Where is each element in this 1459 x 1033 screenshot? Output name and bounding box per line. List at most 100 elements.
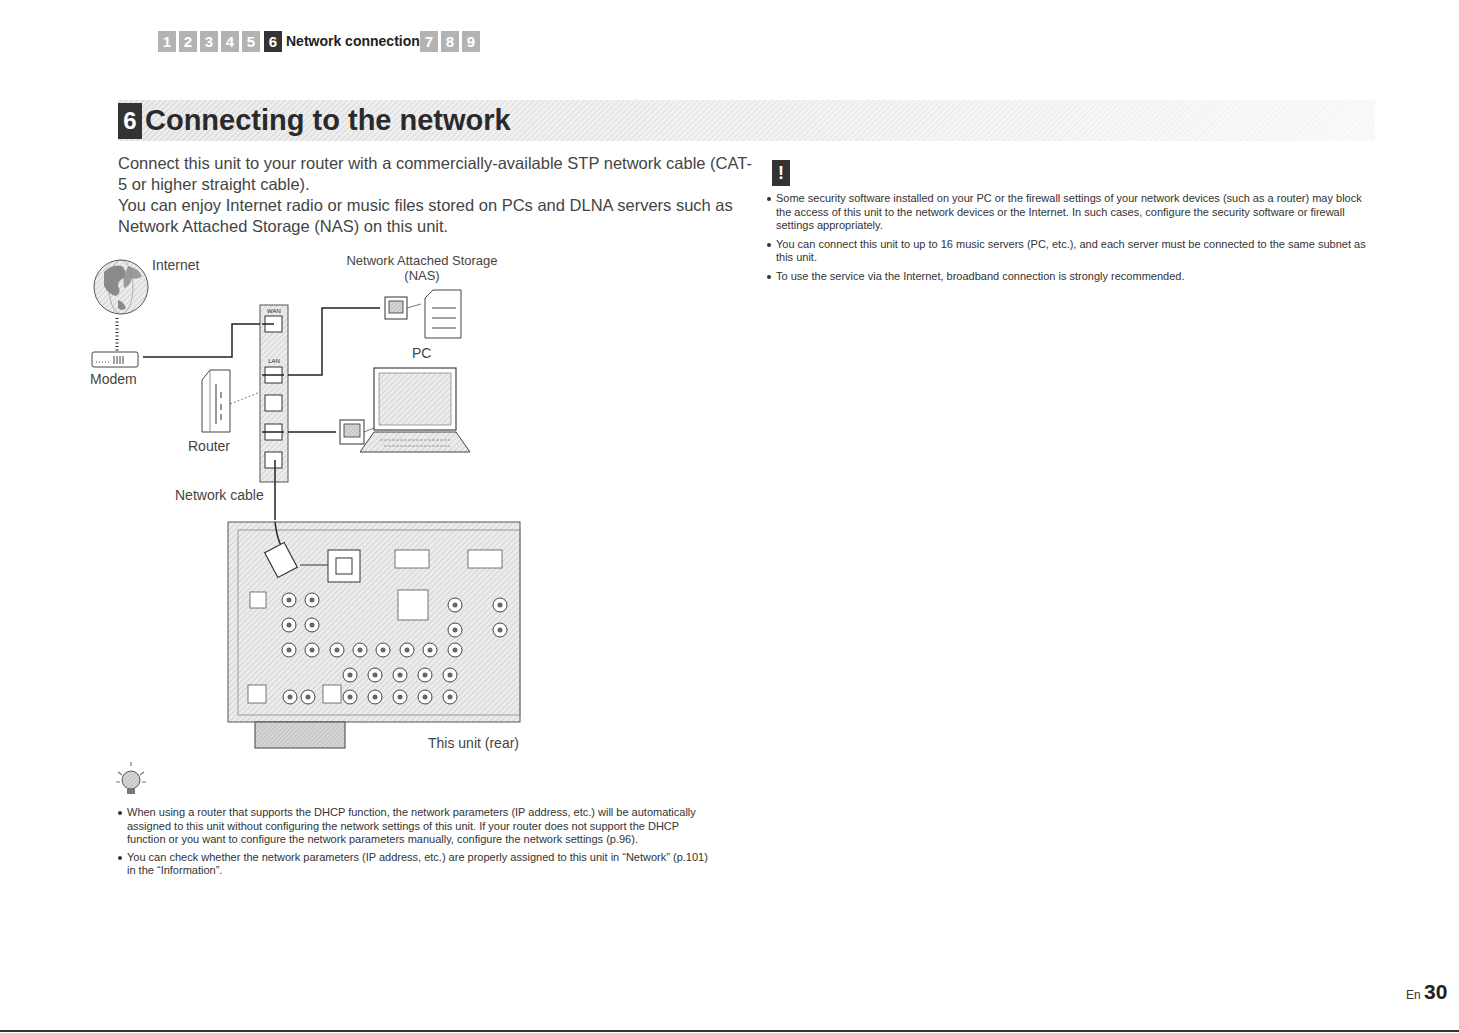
internet-node: Internet (108, 252, 198, 318)
router-icon (216, 384, 221, 424)
title-band (118, 100, 1375, 141)
nas-node: Network Attached Storage (NAS) (380, 290, 464, 342)
section-tab: 3 (200, 31, 218, 52)
caution-note: Some security software installed on your… (767, 192, 1375, 233)
jack-symbol (498, 603, 503, 608)
rear-panel (395, 550, 429, 568)
section-tab: 8 (441, 31, 459, 52)
label-holder: When using a router that supports the DH… (118, 806, 708, 847)
modem-node: Modem (88, 340, 143, 388)
label-holder: 1 (158, 31, 176, 52)
bottom-rule (0, 1030, 1459, 1032)
jack-symbol (493, 598, 507, 612)
section-tab: 1 (158, 31, 176, 52)
jack-symbol (376, 643, 390, 657)
rear-panel (248, 685, 266, 703)
caution-note: You can connect this unit to up to 16 mu… (767, 238, 1375, 265)
device-label: Network Attached Storage (NAS) (340, 254, 504, 284)
pc-icon (379, 373, 451, 425)
rear-panel (228, 522, 520, 722)
jack-symbol (283, 690, 297, 704)
tip-icon (127, 789, 135, 794)
rear-panel (336, 558, 352, 574)
jack-symbol (423, 643, 437, 657)
section-badge: 6 (118, 103, 142, 139)
jack-symbol (287, 648, 292, 653)
jack-symbol (306, 695, 311, 700)
jack-symbol (343, 690, 357, 704)
jack-symbol (448, 623, 462, 637)
caution-note: To use the service via the Internet, bro… (767, 270, 1375, 284)
jack-symbol (282, 593, 296, 607)
title-holder: Connecting to the network (145, 102, 511, 138)
pc-icon (340, 420, 364, 444)
label-holder: Network cable (175, 487, 264, 503)
jack-symbol (305, 593, 319, 607)
port-name: LAN (263, 358, 285, 365)
label-holder: 4 (221, 31, 239, 52)
intro-text: You can enjoy Internet radio or music fi… (118, 195, 758, 237)
nas-icon (407, 304, 421, 308)
label-holder: Some security software installed on your… (767, 192, 1375, 233)
rear-panel (250, 592, 266, 608)
nas-icon (385, 297, 407, 319)
globe-icon (94, 260, 148, 314)
rear-panel (255, 722, 345, 748)
rear-panel (228, 522, 520, 748)
device-label: PC (412, 345, 431, 361)
section-tab: 7 (420, 31, 438, 52)
jack-symbol (398, 673, 403, 678)
router-port-strip (265, 452, 282, 468)
jack-symbol (418, 690, 432, 704)
section-tab: 9 (462, 31, 480, 52)
title-band (118, 100, 1375, 141)
label-holder: 8 (441, 31, 459, 52)
jack-symbol (330, 643, 344, 657)
jack-symbol (305, 618, 319, 632)
rear-panel (238, 530, 520, 715)
jack-symbol (335, 648, 340, 653)
jack-row (282, 593, 507, 704)
jack-symbol (288, 695, 293, 700)
tip-note: When using a router that supports the DH… (118, 806, 708, 847)
network-cable (288, 431, 336, 433)
jack-symbol (287, 598, 292, 603)
caution-icon: ! (772, 160, 790, 186)
jack-symbol (381, 648, 386, 653)
router-icon (202, 370, 260, 432)
jack-symbol (448, 695, 453, 700)
label-holder: You can check whether the network parame… (118, 851, 708, 878)
router-icon (210, 370, 211, 432)
router-port-strip (262, 324, 284, 482)
jack-symbol (448, 643, 462, 657)
device-label: This unit (rear) (428, 735, 519, 751)
label-holder: Network connections (286, 31, 428, 52)
jack-symbol (453, 648, 458, 653)
jack-symbol (373, 673, 378, 678)
jack-symbol (428, 648, 433, 653)
nas-icon (385, 290, 461, 338)
router-node: Router (260, 305, 288, 482)
label-holder: 7 (420, 31, 438, 52)
jack-symbol (448, 673, 453, 678)
page-title: Connecting to the network (145, 102, 511, 138)
rear-panel (300, 565, 328, 566)
jack-symbol (400, 643, 414, 657)
globe-icon (94, 260, 148, 314)
network-cable (274, 482, 276, 520)
rear-panel (468, 550, 502, 568)
unit-node: This unit (rear) (228, 520, 522, 756)
jack-symbol (405, 648, 410, 653)
page-number: 30 (1424, 980, 1447, 1004)
nas-icon (432, 308, 456, 328)
jack-symbol (310, 598, 315, 603)
router-icon (202, 370, 230, 432)
jack-symbol (493, 623, 507, 637)
router-port-strip (260, 305, 288, 482)
section-name: Network connections (286, 31, 428, 52)
jack-symbol (418, 668, 432, 682)
port-name: WAN (263, 308, 285, 315)
rear-panel (398, 590, 428, 620)
nas-icon (389, 301, 403, 313)
pc-icon (380, 440, 450, 446)
